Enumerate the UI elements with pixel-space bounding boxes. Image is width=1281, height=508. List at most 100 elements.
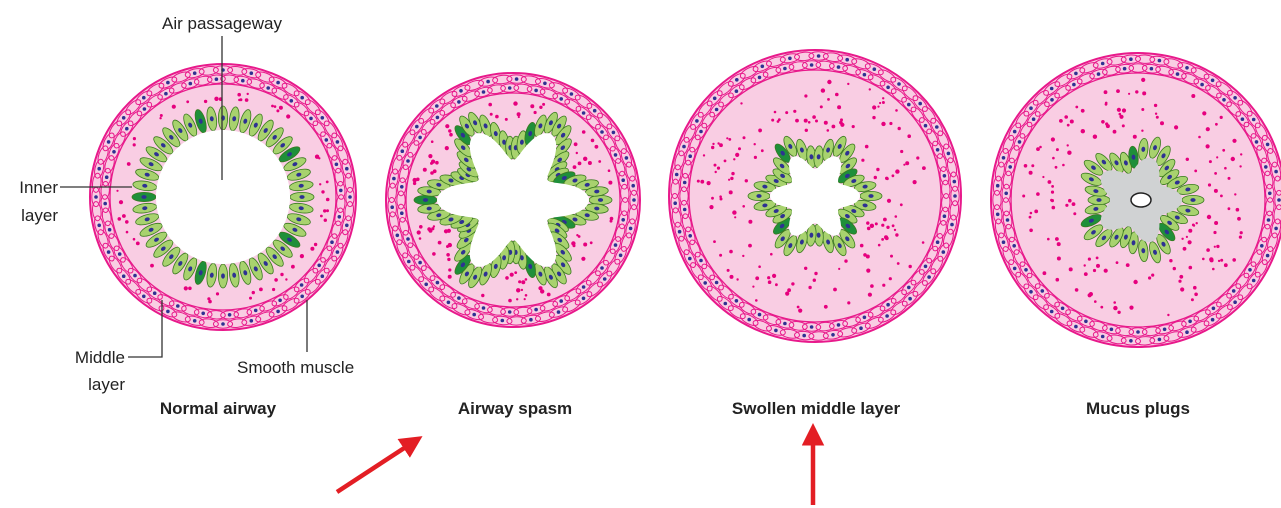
tissue-dot [808,121,811,124]
tissue-dot [1036,192,1040,196]
muscle-nucleus [501,319,505,323]
tissue-dot [1236,208,1240,212]
muscle-nucleus [418,136,422,140]
tissue-dot [510,273,514,277]
muscle-nucleus [482,90,486,94]
tissue-dot [247,93,249,95]
muscle-nucleus [1006,218,1010,222]
muscle-nucleus [863,316,867,320]
muscle-nucleus [1032,117,1036,121]
tissue-dot [726,137,728,139]
muscle-nucleus [529,318,533,322]
tissue-dot [1075,106,1078,109]
cell-nucleus [868,194,873,198]
tissue-dot [743,136,746,139]
tissue-dot [186,100,189,103]
tissue-dot [524,298,526,300]
muscle-nucleus [625,156,629,160]
muscle-nucleus [122,274,126,278]
tissue-dot [889,122,892,125]
tissue-dot [700,180,704,184]
tissue-dot [1234,193,1236,195]
tissue-dot [697,180,700,183]
tissue-dot [1169,259,1172,262]
inner-layer-label-line2: layer [21,206,58,225]
tissue-dot [610,217,614,221]
muscle-nucleus [321,274,325,278]
tissue-dot [274,105,277,108]
tissue-dot [832,125,836,129]
muscle-nucleus [713,97,717,101]
tissue-dot [895,169,899,173]
muscle-nucleus [683,208,687,212]
tissue-dot [1051,185,1054,188]
tissue-dot [719,254,722,257]
tissue-dot [323,209,326,212]
tissue-dot [890,255,893,258]
tissue-dot [748,244,752,248]
tissue-dot [448,243,452,247]
tissue-dot [320,215,323,218]
tissue-dot [160,114,163,117]
tissue-dot [133,137,136,140]
muscle-nucleus [559,299,563,303]
tissue-dot [882,97,884,99]
tissue-dot [881,238,884,241]
muscle-nucleus [1110,328,1114,332]
tissue-dot [1141,130,1143,132]
tissue-dot [1128,93,1130,95]
tissue-dot [754,156,757,159]
tissue-dot [777,120,780,123]
muscle-nucleus [107,250,111,254]
muscle-nucleus [515,77,519,81]
tissue-dot [1064,115,1068,119]
tissue-dot [184,286,188,290]
muscle-nucleus [783,67,787,71]
tissue-dot [431,140,434,143]
tissue-dot [1216,156,1218,158]
tissue-dot [1224,167,1227,170]
muscle-nucleus [97,224,101,228]
muscle-nucleus [221,322,225,326]
tissue-dot [574,142,578,146]
tissue-dot [1202,111,1206,115]
tissue-dot [758,265,761,268]
muscle-nucleus [112,150,116,154]
tissue-dot [1072,202,1076,206]
cell-nucleus [221,273,225,278]
tissue-dot [1151,274,1154,277]
muscle-nucleus [1158,59,1162,63]
muscle-nucleus [309,117,313,121]
tissue-dot [844,259,847,262]
muscle-nucleus [943,174,947,178]
muscle-nucleus [1123,67,1127,71]
tissue-dot [833,288,837,292]
tissue-dot [481,294,484,297]
muscle-nucleus [783,322,787,326]
muscle-nucleus [735,89,739,93]
tissue-dot [814,272,817,275]
muscle-nucleus [1097,72,1101,76]
muscle-nucleus [1012,244,1016,248]
tissue-dot [608,181,612,185]
tissue-dot [538,286,542,290]
tissue-dot [1051,191,1054,194]
tissue-dot [886,226,889,229]
tissue-dot [791,282,794,285]
tissue-dot [719,195,722,198]
muscle-nucleus [1029,290,1033,294]
tissue-dot [785,111,788,114]
tissue-dot [735,153,739,157]
tissue-dot [894,229,896,231]
tissue-dot [1186,158,1189,161]
muscle-nucleus [683,181,687,185]
tissue-dot [513,101,517,105]
tissue-dot [868,293,872,297]
tissue-dot [598,160,601,163]
muscle-nucleus [621,218,625,222]
muscle-nucleus [1024,268,1028,272]
muscle-nucleus [1252,279,1256,283]
tissue-dot [813,279,816,282]
tissue-dot [761,149,764,152]
muscle-nucleus [390,205,394,209]
